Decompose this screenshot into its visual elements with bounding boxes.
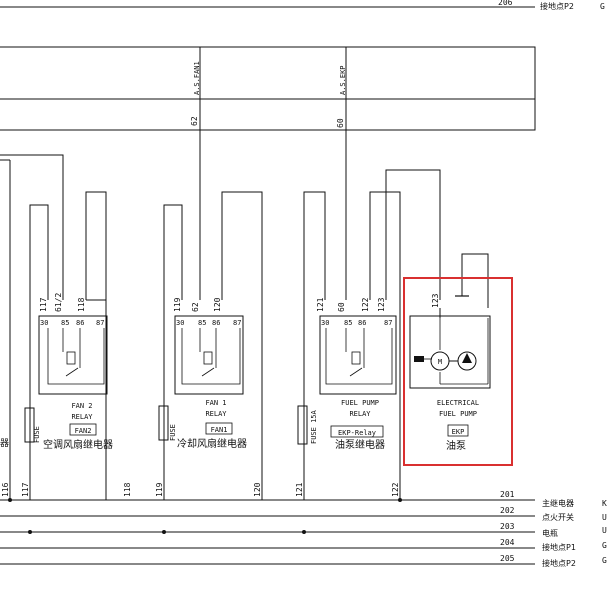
bus-block: A.S.FAN1 62 A.S.EKP 60	[0, 46, 536, 210]
ground-202-suffix: U	[602, 513, 607, 522]
fan2-pin-2: 61/2	[54, 293, 63, 312]
ekp-pin-3: 122	[361, 297, 370, 312]
fan1-name-line1: FAN 1	[205, 399, 226, 407]
fan2-bottom-wire-1: 117	[21, 482, 30, 497]
pump-code: EKP	[452, 428, 465, 436]
ekp-fuse-label: FUSE 15A	[310, 409, 318, 444]
fan1-cn-name: 冷却风扇继电器	[177, 437, 247, 450]
top-ground-label: 接地点P2	[540, 1, 574, 11]
top-ground-suffix: G	[600, 2, 605, 11]
ekp-term-87: 87	[384, 319, 392, 327]
fan2-cn-name: 空调风扇继电器	[43, 438, 113, 451]
fan1-term-30: 30	[176, 319, 184, 327]
fan2-name-line1: FAN 2	[71, 402, 92, 410]
ground-203-label: 电瓶	[542, 528, 558, 538]
fan1-relay-group: 119 62 120 30 85 86 87 FAN 1 RELAY FAN1 …	[155, 191, 263, 500]
ekp-pin-1: 121	[316, 297, 325, 312]
fan1-pin-3: 120	[213, 297, 222, 312]
ekp-bottom-wire-1: 121	[295, 482, 304, 497]
fan2-term-85: 85	[61, 319, 69, 327]
pump-motor-label: M	[438, 358, 442, 366]
ekp-pin-4: 123	[377, 297, 386, 312]
ground-204-label: 接地点P1	[542, 542, 576, 552]
ground-203-suffix: U	[602, 526, 607, 535]
pump-cn-name: 油泵	[446, 439, 466, 452]
left-partial-text: 器	[0, 438, 9, 449]
fan2-bottom-wire-2: 118	[123, 482, 132, 497]
fan1-bottom-wire-2: 120	[253, 482, 262, 497]
fan1-pin-2: 62	[191, 302, 200, 312]
ground-205-suffix: G	[602, 556, 607, 565]
ekp-term-85: 85	[344, 319, 352, 327]
wire-62-label: 62	[190, 116, 199, 126]
fan1-code: FAN1	[211, 426, 228, 434]
as-fan1-label: A.S.FAN1	[193, 61, 201, 95]
fan1-term-86: 86	[212, 319, 220, 327]
fan2-term-86: 86	[76, 319, 84, 327]
fan2-pin-3: 118	[77, 297, 86, 312]
fan2-relay-group: 117 61/2 118 30 85 86 87 FAN 2 RELAY FAN…	[0, 154, 132, 500]
ground-205-label: 接地点P2	[542, 558, 576, 568]
fan2-name-line2: RELAY	[71, 413, 93, 421]
ekp-pin-2: 60	[337, 302, 346, 312]
pump-triangle-icon	[462, 353, 472, 363]
fan2-term-87: 87	[96, 319, 104, 327]
ground-204-suffix: G	[602, 541, 607, 550]
top-ground-line: 206 接地点P2 G	[0, 0, 605, 11]
fan1-fuse-label: FUSE	[169, 424, 177, 441]
left-edge-wires: 116 器	[0, 159, 11, 500]
ekp-relay-group: 121 60 122 123 30 85 86 87 FUEL PUMP REL…	[295, 169, 441, 500]
ground-201-suffix: K	[602, 499, 607, 508]
ground-202-label: 点火开关	[542, 512, 574, 522]
pump-name-line1: ELECTRICAL	[437, 399, 479, 407]
top-wire-number: 206	[498, 0, 513, 7]
ekp-relay-cn-name: 油泵继电器	[335, 438, 385, 451]
fan1-term-87: 87	[233, 319, 241, 327]
fan1-name-line2: RELAY	[205, 410, 227, 418]
ekp-bottom-wire-2: 122	[391, 482, 400, 497]
ekp-term-30: 30	[321, 319, 329, 327]
ekp-term-86: 86	[358, 319, 366, 327]
highlight-box	[403, 277, 513, 466]
fan1-term-85: 85	[198, 319, 206, 327]
pump-pin-123: 123	[431, 293, 440, 308]
fan1-pin-1: 119	[173, 297, 182, 312]
ground-205-num: 205	[500, 554, 515, 563]
ground-203-num: 203	[500, 522, 515, 531]
ground-201-num: 201	[500, 490, 515, 499]
ground-202-num: 202	[500, 506, 515, 515]
wire-60-label: 60	[336, 118, 345, 128]
ekp-relay-code: EKP-Relay	[338, 429, 376, 437]
as-ekp-label: A.S.EKP	[339, 65, 347, 95]
ground-204-num: 204	[500, 538, 515, 547]
fan2-pin-1: 117	[39, 297, 48, 312]
wire-116-label: 116	[1, 482, 10, 497]
fan2-fuse-label: FUSE	[33, 426, 41, 443]
ground-201-label: 主继电器	[542, 498, 574, 508]
fuel-pump-group: 123 M ELECTRICAL FUEL PUMP EKP 油泵	[409, 253, 491, 452]
fan1-bottom-wire-1: 119	[155, 482, 164, 497]
fan2-code: FAN2	[75, 427, 92, 435]
fan2-term-30: 30	[40, 319, 48, 327]
pump-name-line2: FUEL PUMP	[439, 410, 477, 418]
ekp-relay-name-line2: RELAY	[349, 410, 371, 418]
ground-lines: 201 主继电器 K 202 点火开关 U 203 电瓶 U 204 接地点P1…	[0, 490, 607, 568]
ekp-relay-name-line1: FUEL PUMP	[341, 399, 379, 407]
